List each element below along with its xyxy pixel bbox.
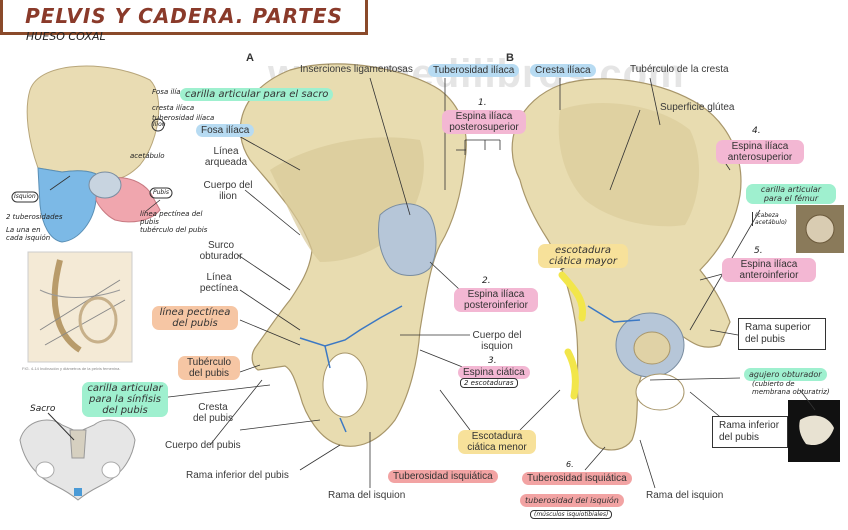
label-linea-pectinea: Línea pectínea [199,272,239,294]
thumb-whole-pelvis [19,412,136,501]
note-isquion: Isquion [14,193,36,200]
label-tuberosidad-isquion: tuberosidad del isquión [520,494,624,507]
note-pubis: Pubis [153,189,170,196]
page-title: PELVIS Y CADERA. PARTES [25,4,343,28]
panel-label-a: A [246,52,254,64]
label-cuerpo-pubis: Cuerpo del pubis [165,440,241,451]
note-acetabulo: acetábulo [130,152,165,160]
note-tuberculo: tubérculo del pubis [140,226,208,234]
label-tuberosidad-isquiatica-b: Tuberosidad isquiática [522,472,632,485]
note-tuberosidades: 2 tuberosidades [6,213,63,221]
label-cuerpo-ilion: Cuerpo del ilion [203,180,253,202]
num-3: 3. [488,356,497,366]
label-cresta-iliaca: Cresta ilíaca [530,64,596,77]
label-surco-obturador: Surco obturador [199,240,243,262]
note-tuberosidad: tuberosidad ilíaca [152,114,215,122]
label-escotadura-mayor: escotadura ciática mayor [538,244,628,268]
num-2: 2. [482,276,491,286]
label-carilla-femur: carilla articular para el fémur [746,184,836,204]
num-1: 1. [478,98,487,108]
label-cresta-pubis: Cresta del pubis [192,402,234,424]
label-agujero-obturador: agujero obturador [744,368,827,381]
note-una-en-cada: La una en cada isquión [6,226,51,242]
photo-pubis [788,400,840,462]
label-linea-pectinea-pubis: línea pectínea del pubis [152,306,238,330]
label-escotadura-menor: Escotadura ciática menor [458,430,536,454]
note-linea-pectinea: línea pectínea del pubis [140,210,203,226]
label-linea-arqueada: Línea arqueada [204,146,248,168]
label-tuberosidad-iliaca: Tuberosidad ilíaca [428,64,520,77]
thumb-pelvis-section [27,251,133,363]
label-espina-posteroinferior: Espina ilíaca posteroinferior [454,288,538,312]
label-tuberosidad-isquiatica-a: Tuberosidad isquiática [388,470,498,483]
label-tuberculo-pubis: Tubérculo del pubis [178,356,240,380]
thumb-hip-bone [11,65,173,243]
num-5: 5. [754,246,763,256]
label-rama-inferior-pubis-a: Rama inferior del pubis [186,470,289,481]
label-rama-isquion-a: Rama del isquion [328,490,406,501]
label-carilla-sinfisis: carilla articular para la sínfisis del p… [82,382,168,417]
label-musculos: (músculos isquiotibiales) [530,510,613,519]
label-cubierto: (cubierto de membrana obturatriz) [752,380,830,396]
title-box: PELVIS Y CADERA. PARTES [0,0,368,35]
label-espina-ciatica: Espina ciática [458,366,530,379]
label-tuberculo-cresta: Tubérculo de la cresta [630,64,729,75]
note-sacro: Sacro [30,404,56,414]
label-escotaduras: 2 escotaduras [460,378,518,388]
photo-femur-head [796,205,844,253]
label-cabeza: (cabeza acetábulo) [752,212,799,226]
label-inserciones: Inserciones ligamentosas [300,64,413,75]
label-fosa-iliaca: Fosa ilíaca [196,124,255,137]
num-4: 4. [752,126,761,136]
note-cresta-iliaca: cresta ilíaca [152,104,195,112]
note-fosa-iliaca: Fosa ilíaca [152,88,189,96]
label-cuerpo-isquion: Cuerpo del isquion [472,330,522,352]
note-ilion: Ilion [153,121,166,128]
figure-caption: FIG. 4-14 Inclinación y diámetros de la … [22,366,121,371]
label-espina-posterosuperior: Espina ilíaca posterosuperior [442,110,526,134]
label-rama-inferior-pubis-b: Rama inferior del pubis [712,416,788,448]
medial-view [239,63,467,447]
label-espina-anterosuperior: Espina ilíaca anterosuperior [716,140,804,164]
label-carilla-sacro: carilla articular para el sacro [180,88,334,101]
label-rama-superior-pubis: Rama superior del pubis [738,318,826,350]
panel-label-b: B [506,52,514,64]
num-6: 6. [566,460,574,469]
hueso-coxal-heading: HUESO COXAL [26,30,106,43]
label-rama-isquion-b: Rama del isquion [646,490,724,501]
label-superficie-glutea: Superficie glútea [660,102,735,113]
label-espina-anteroinferior: Espina ilíaca anteroinferior [722,258,816,282]
